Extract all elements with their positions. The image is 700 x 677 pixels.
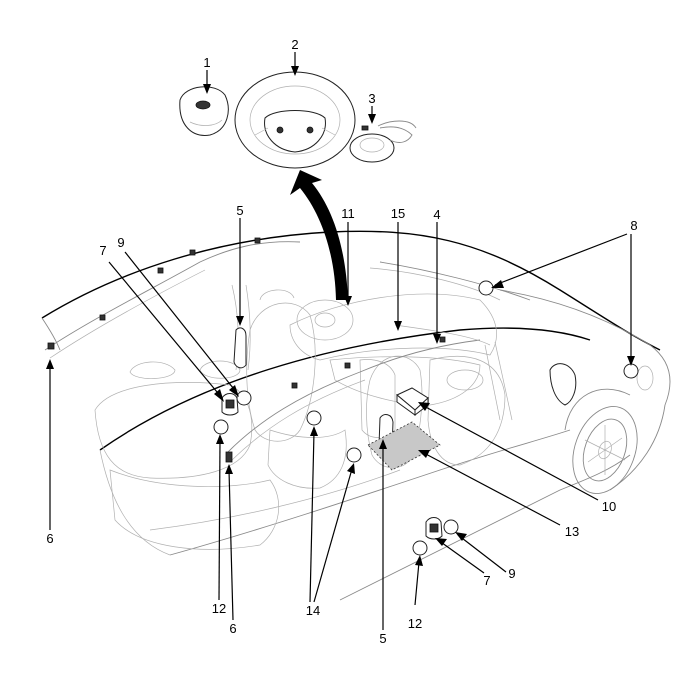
callout-15: 15 [391,206,405,221]
car-body-outline [41,230,671,601]
callout-5-bottom: 5 [379,631,386,646]
srs-control-module [396,387,429,417]
passenger-airbag-line [369,267,501,301]
callout-11: 11 [341,206,355,221]
front-wheel [564,388,638,494]
sensor-12a [213,419,229,435]
occupant-classification-area [367,421,441,471]
callout-5-top: 5 [236,203,243,218]
callout-4: 4 [433,207,440,222]
clock-spring [349,120,417,163]
front-impact-sensor-8a [478,280,494,296]
curtain-airbag-left [44,237,301,359]
callout-10: 10 [602,499,616,514]
steering-wheel [234,71,356,169]
sensor-9b [443,519,459,535]
headlamp [636,365,654,391]
callout-2: 2 [291,37,298,52]
front-seat-belt-pretensioner-right [425,517,443,540]
callout-13: 13 [565,524,579,539]
callout-3: 3 [368,91,375,106]
callout-7-top: 7 [99,243,106,258]
callout-6-bottom: 6 [229,621,236,636]
front-seat-belt-pretensioner-left [221,393,239,416]
callout-12-right: 12 [408,616,422,631]
sensor-12b [412,540,428,556]
leader-lines [46,52,635,630]
callout-labels: 1 2 3 4 5 5 6 6 7 7 8 9 9 10 11 12 12 13… [46,37,637,646]
side-airbag-rear [233,327,247,369]
side-impact-sensor-9a [236,390,252,406]
sensor-14b [346,447,362,463]
callout-9-top: 9 [117,235,124,250]
side-mirror [549,363,577,406]
callout-9-bottom: 9 [508,566,515,581]
curtain-airbag-right [225,336,481,463]
callout-1: 1 [203,55,210,70]
callout-6-left: 6 [46,531,53,546]
sensor-14a [306,410,322,426]
assembly-arrow [290,170,348,300]
callout-7-bottom: 7 [483,573,490,588]
callout-14: 14 [306,603,320,618]
callout-8: 8 [630,218,637,233]
front-airbag-line [394,324,491,346]
front-impact-sensor-8b [623,363,639,379]
car-interior-outline [94,284,513,550]
driver-airbag-module [179,86,229,136]
callout-12-left: 12 [212,601,226,616]
